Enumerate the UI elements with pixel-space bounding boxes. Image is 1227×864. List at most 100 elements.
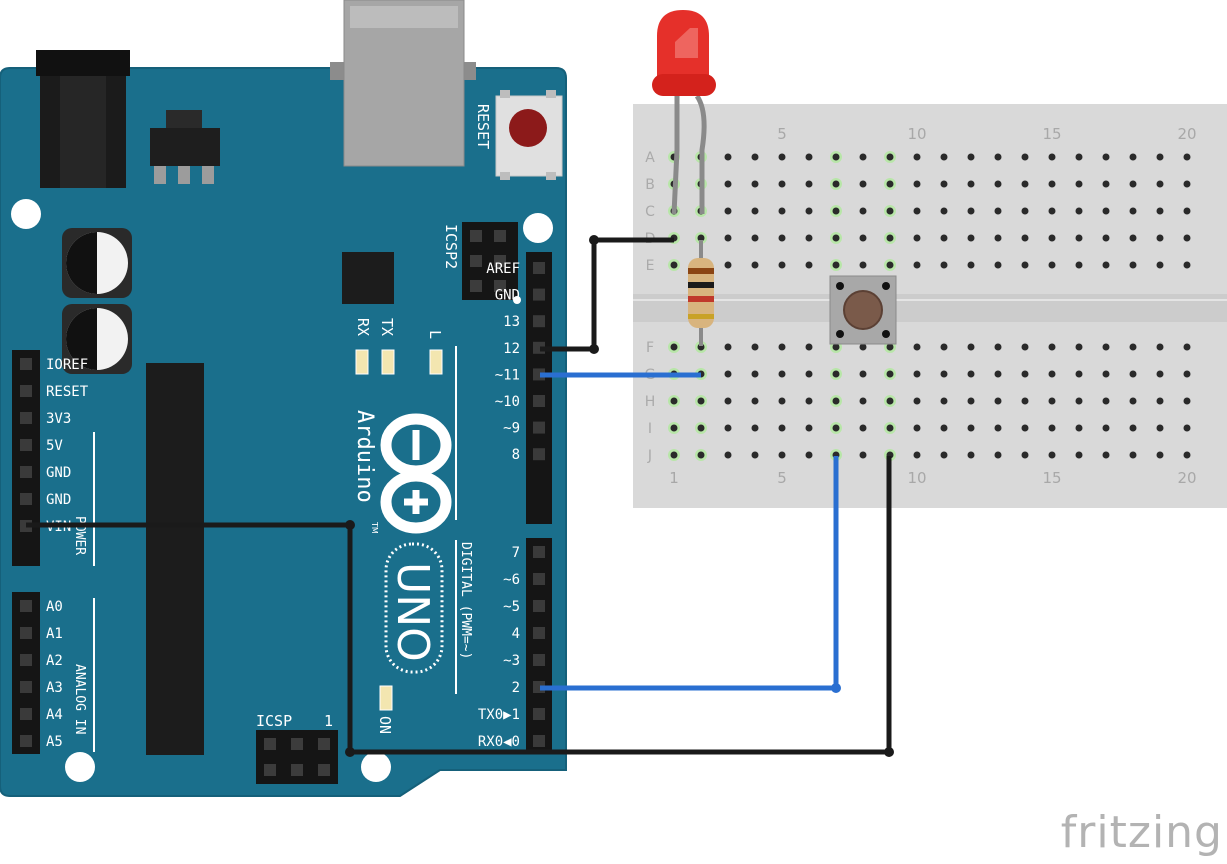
breadboard-hole: [724, 153, 732, 161]
breadboard-hole: [805, 234, 813, 242]
breadboard-hole: [967, 424, 975, 432]
breadboard-hole: [724, 207, 732, 215]
digital-lower-pin-label: 7: [512, 545, 520, 561]
breadboard-col-number: 20: [1177, 125, 1196, 143]
breadboard-hole: [994, 180, 1002, 188]
analog-label: ANALOG IN: [72, 664, 87, 734]
digital-lower-pin-label: TX0▶1: [478, 707, 520, 723]
breadboard-hole: [886, 261, 894, 269]
digital-upper-pin: [533, 315, 545, 328]
breadboard-hole: [1075, 370, 1083, 378]
breadboard-hole: [832, 370, 840, 378]
digital-upper-pin-label: 12: [503, 341, 520, 357]
tx-label: TX: [378, 318, 396, 336]
breadboard-hole: [1075, 180, 1083, 188]
breadboard-col-number: 15: [1042, 469, 1061, 487]
uno-model: UNO: [387, 562, 438, 662]
analog-pin-label: A3: [46, 680, 63, 696]
breadboard-hole: [1048, 207, 1056, 215]
breadboard-hole: [1156, 180, 1164, 188]
capacitor: [62, 304, 132, 374]
breadboard-hole: [1075, 261, 1083, 269]
breadboard-hole: [1183, 370, 1191, 378]
power-header: [12, 350, 40, 566]
breadboard-hole: [1156, 261, 1164, 269]
breadboard-hole: [1021, 234, 1029, 242]
wire-gnd-to-breadboard: [540, 237, 674, 352]
l-led: [429, 349, 443, 375]
breadboard-hole: [1102, 180, 1110, 188]
breadboard-hole: [1129, 451, 1137, 459]
breadboard-hole: [1156, 207, 1164, 215]
digital-lower-pin-label: 2: [512, 680, 520, 696]
breadboard-hole: [724, 180, 732, 188]
digital-lower-pin: [533, 654, 545, 666]
icsp2-header: [462, 222, 521, 304]
breadboard-hole: [832, 261, 840, 269]
breadboard-hole: [1156, 153, 1164, 161]
breadboard-hole: [778, 234, 786, 242]
breadboard-hole: [1183, 180, 1191, 188]
breadboard-hole: [1075, 153, 1083, 161]
analog-pin: [20, 654, 32, 666]
breadboard-hole: [1021, 397, 1029, 405]
microcontroller-chip: [146, 363, 204, 755]
power-pin: [20, 493, 32, 505]
breadboard-hole: [1021, 180, 1029, 188]
breadboard-hole: [940, 261, 948, 269]
breadboard-hole: [1183, 424, 1191, 432]
breadboard-hole: [994, 370, 1002, 378]
breadboard-hole: [805, 207, 813, 215]
breadboard-col-number: 5: [777, 469, 787, 487]
breadboard-hole: [1075, 207, 1083, 215]
breadboard-hole: [994, 261, 1002, 269]
breadboard-hole: [778, 451, 786, 459]
breadboard-hole: [778, 261, 786, 269]
breadboard-hole: [1156, 424, 1164, 432]
breadboard-hole: [832, 397, 840, 405]
breadboard-hole: [1156, 397, 1164, 405]
breadboard-hole: [1183, 261, 1191, 269]
breadboard-hole: [940, 343, 948, 351]
breadboard-col-number: 20: [1177, 469, 1196, 487]
breadboard-hole: [1075, 451, 1083, 459]
breadboard-hole: [994, 451, 1002, 459]
power-label: POWER: [72, 516, 87, 555]
breadboard-hole: [886, 343, 894, 351]
breadboard-hole: [1129, 261, 1137, 269]
breadboard-hole: [805, 261, 813, 269]
breadboard-hole: [751, 234, 759, 242]
digital-upper-pin-label: 8: [512, 447, 520, 463]
rx-label: RX: [354, 318, 372, 336]
digital-lower-pin: [533, 546, 545, 558]
digital-lower-pin-label: ~5: [503, 599, 520, 615]
breadboard-hole: [1102, 234, 1110, 242]
breadboard-hole: [859, 451, 867, 459]
breadboard-col-number: 10: [907, 125, 926, 143]
digital-upper-pin: [533, 262, 545, 274]
icsp-header: [256, 730, 338, 784]
reset-button: [495, 90, 563, 180]
breadboard-hole: [859, 207, 867, 215]
breadboard-hole: [886, 370, 894, 378]
breadboard-hole: [724, 451, 732, 459]
breadboard-hole: [1156, 234, 1164, 242]
analog-pin: [20, 681, 32, 693]
icsp2-label: ICSP2: [442, 224, 460, 269]
digital-lower-pin-label: ~6: [503, 572, 520, 588]
breadboard-hole: [1156, 370, 1164, 378]
power-pin-label: GND: [46, 465, 71, 481]
breadboard-hole: [751, 451, 759, 459]
digital-lower-pin: [533, 627, 545, 639]
power-pin: [20, 412, 32, 424]
breadboard-hole: [1048, 397, 1056, 405]
breadboard-hole: [994, 424, 1002, 432]
breadboard-hole: [1183, 207, 1191, 215]
breadboard-hole: [1129, 234, 1137, 242]
breadboard-hole: [751, 180, 759, 188]
breadboard-hole: [1075, 397, 1083, 405]
breadboard-hole: [1129, 153, 1137, 161]
breadboard-hole: [778, 424, 786, 432]
breadboard-hole: [1183, 397, 1191, 405]
rx-led: [355, 349, 369, 375]
